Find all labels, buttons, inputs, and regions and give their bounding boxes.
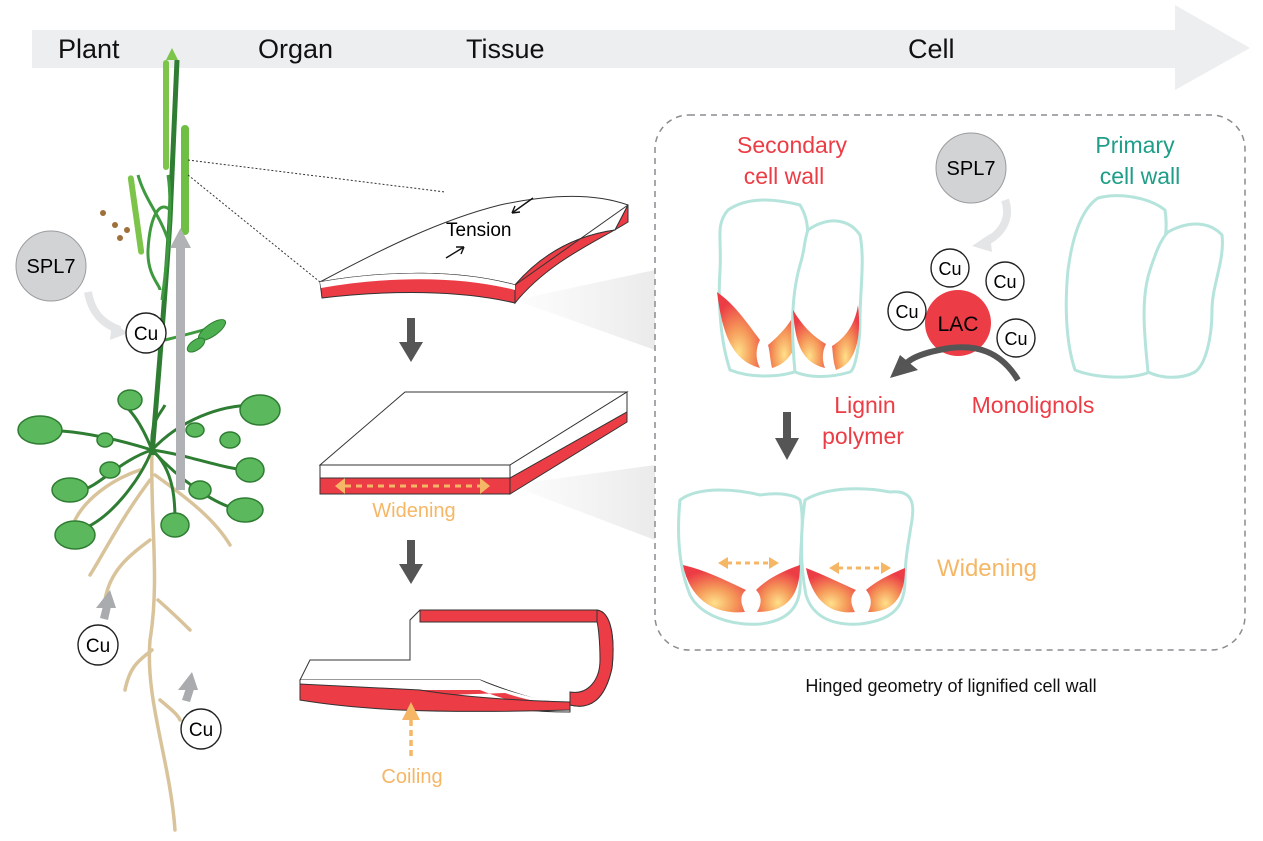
widening-arrow-tissue [335, 478, 490, 494]
cu-plant-node: Cu [125, 312, 167, 354]
tension-slab [319, 195, 629, 305]
coiling-label: Coiling [381, 766, 442, 788]
widening-label-cell: Widening [937, 555, 1037, 582]
roots [73, 448, 232, 832]
cell-cu-nodes: Cu Cu Cu Cu [887, 248, 1036, 358]
cu-plant-label: Cu [134, 324, 158, 345]
widening-arrowheads-cell [718, 557, 891, 574]
cell-caption: Hinged geometry of lignified cell wall [805, 676, 1096, 696]
lac-label: LAC [938, 313, 979, 336]
coiling-arrow [402, 702, 420, 760]
spl7-cell-label: SPL7 [947, 158, 996, 180]
coiling-slab [299, 609, 614, 713]
lignin-label-1: Lignin [834, 392, 895, 418]
reaction-arrow [890, 344, 1021, 382]
cu-root-node-2: Cu [180, 708, 222, 750]
cu-transport-arrow [170, 228, 191, 490]
lignin-label-2: polymer [822, 423, 904, 449]
scale-label-plant: Plant [58, 34, 120, 64]
cu-root-label-1: Cu [86, 636, 110, 657]
cauline-leaves [186, 319, 227, 353]
cell-cu-label-4: Cu [1004, 329, 1027, 349]
cell-cu-label-3: Cu [895, 302, 918, 322]
spl7-plant-node: SPL7 [15, 230, 128, 340]
scale-label-organ: Organ [258, 34, 333, 64]
spl7-cell-node: SPL7 [935, 132, 1011, 252]
cu-root-node-1: Cu [77, 624, 119, 666]
lac-node: LAC [925, 290, 991, 356]
seeds [100, 210, 130, 241]
primary-wall-cells [1064, 194, 1224, 379]
cu-root-label-2: Cu [189, 720, 213, 741]
tissue-zoom-cone-2 [510, 465, 655, 540]
tension-arrows [445, 197, 534, 259]
widening-arrows-cell [727, 561, 882, 570]
root-cu-arrows [96, 590, 198, 702]
widened-cells [677, 487, 915, 626]
tension-label: Tension [446, 220, 512, 241]
tissue-down-arrows [399, 318, 423, 584]
secondary-wall-label-2: cell wall [744, 163, 825, 189]
secondary-wall-label-1: Secondary [737, 132, 847, 158]
scale-bar: Plant Organ Tissue Cell [32, 5, 1250, 90]
tissue-zoom-cone-1 [515, 270, 655, 350]
scale-label-tissue: Tissue [466, 34, 545, 64]
widening-label-tissue: Widening [372, 500, 455, 522]
scale-label-cell: Cell [908, 34, 955, 64]
zoom-lines [187, 159, 446, 283]
cell-cu-label-1: Cu [938, 259, 961, 279]
spl7-plant-label: SPL7 [27, 256, 76, 278]
cell-panel [654, 114, 1246, 651]
monolignols-label: Monolignols [972, 392, 1095, 418]
rosette [17, 389, 281, 550]
secondary-wall-cells [717, 198, 864, 378]
siliques [127, 48, 189, 255]
scale-bar-arrow [32, 5, 1250, 90]
cell-cu-label-2: Cu [993, 272, 1016, 292]
plant-illustration [17, 48, 281, 832]
primary-wall-label-2: cell wall [1100, 163, 1181, 189]
primary-wall-label-1: Primary [1095, 132, 1175, 158]
cell-down-arrow [775, 412, 799, 460]
